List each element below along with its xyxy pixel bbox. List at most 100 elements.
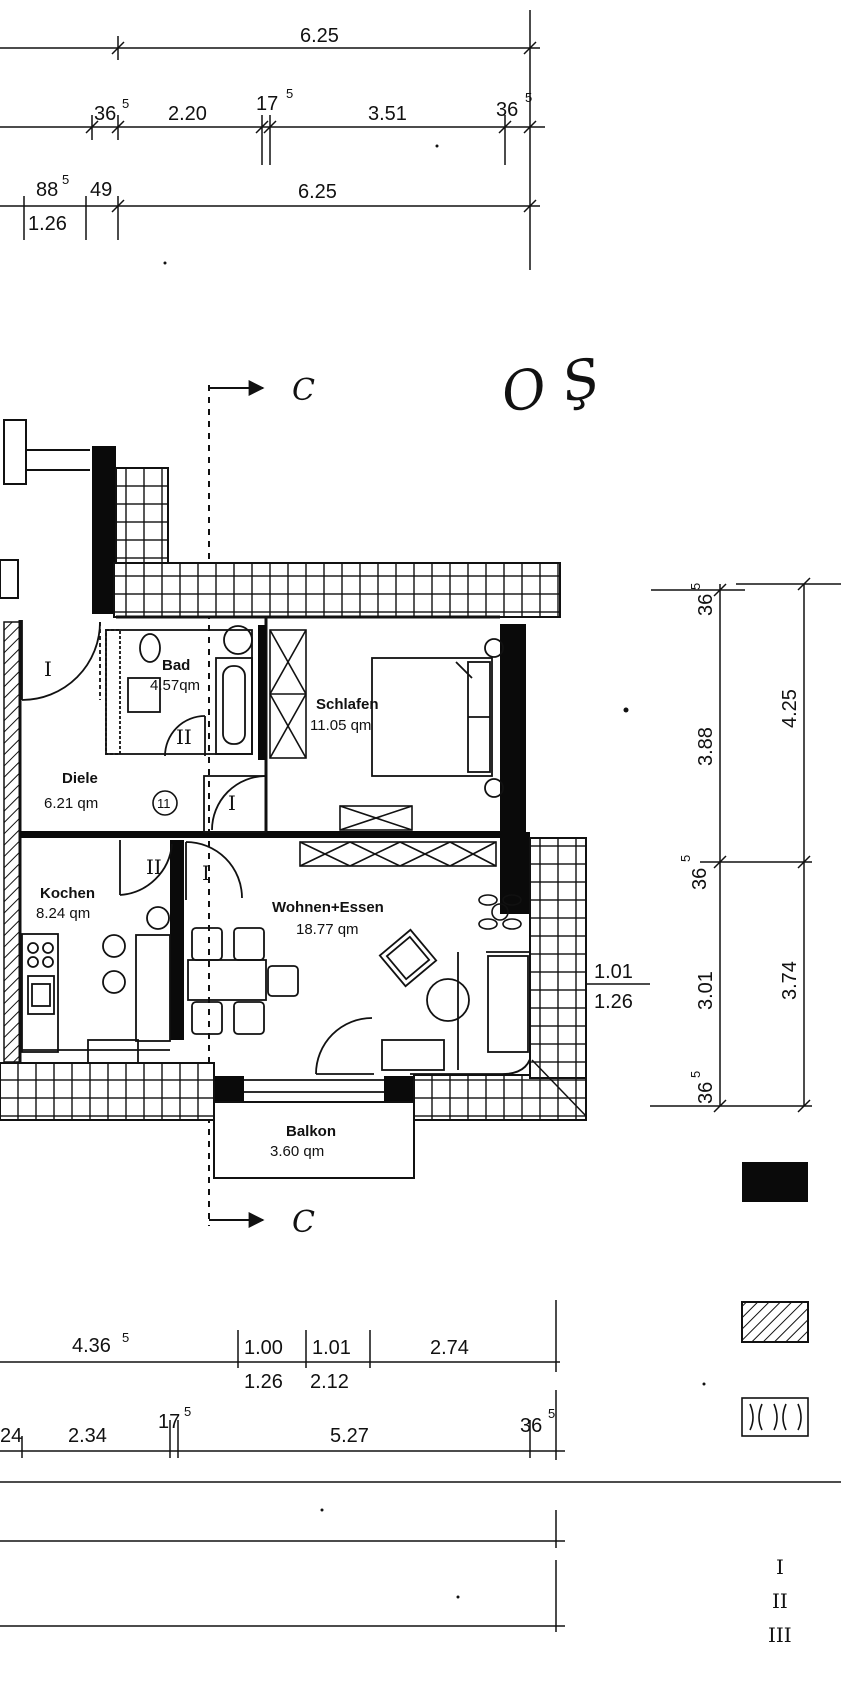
dim-bottom-row2-e-sup: 5 — [548, 1406, 555, 1421]
room-name-bad: Bad — [162, 657, 190, 674]
dim-right-outer-lower: 3.74 — [779, 961, 801, 1000]
dim-right-outer-upper: 4.25 — [779, 689, 801, 728]
roof-diagonal — [531, 1059, 587, 1117]
kitchen-fixtures — [21, 906, 171, 1069]
dim-right-upper: 3.88 — [695, 727, 717, 766]
room-badge-circle — [152, 790, 178, 816]
dim-bottom-row2-c-sup: 5 — [184, 1404, 191, 1419]
stray-dot — [163, 261, 167, 265]
dim-right-mid-wall: 36 — [689, 868, 711, 890]
door-wohnen — [185, 841, 243, 900]
round-table — [426, 978, 470, 1022]
bath-fixtures — [105, 625, 253, 757]
plant-icon — [478, 894, 522, 930]
room-area-kochen: 8.24 qm — [36, 905, 90, 922]
dim-bottom-row2-d: 5.27 — [330, 1425, 369, 1447]
room-badge-diele: 11 — [157, 796, 171, 811]
dim-top-row3-c: 6.25 — [298, 181, 337, 203]
section-marker-bottom: C — [292, 1205, 315, 1240]
balkon-outline — [213, 1101, 415, 1179]
dim-right-bottom-wall: 36 — [695, 1082, 717, 1104]
top-dimensions — [0, 10, 545, 270]
room-name-wohnen: Wohnen+Essen — [272, 899, 384, 916]
room-area-wohnen: 18.77 qm — [296, 921, 359, 938]
wall-solid — [20, 831, 500, 838]
window-dim-lower: 1.26 — [594, 991, 633, 1013]
legend-insulation — [741, 1397, 809, 1437]
dim-top-wall-mid: 17 — [256, 93, 278, 115]
legend-mark-1: I — [776, 1555, 784, 1579]
room-name-diele: Diele — [62, 770, 98, 787]
wall-solid — [214, 1076, 244, 1102]
handwritten-note: O Ş — [497, 346, 605, 425]
dim-top-row3-a: 88 — [36, 179, 58, 201]
roof-tiles-right — [529, 837, 587, 1079]
wall-hatched-left — [3, 621, 21, 1063]
left-stair-block — [0, 419, 90, 599]
room-area-bad: 4.57qm — [150, 677, 200, 694]
wall-solid — [92, 446, 116, 614]
dim-bottom-a-sup: 5 — [122, 1330, 129, 1345]
sofa — [381, 951, 533, 1075]
window-dim-upper: 1.01 — [594, 961, 633, 983]
dim-bottom-c: 1.01 — [312, 1337, 351, 1359]
door-mark-bath: II — [176, 725, 192, 749]
dim-right-lower: 3.01 — [695, 971, 717, 1010]
door-mark-kochen: II — [146, 855, 162, 879]
legend-solid-wall — [742, 1162, 808, 1202]
dim-top-wall-left-sup: 5 — [122, 96, 129, 111]
door-mark-schlafen: I — [228, 791, 236, 815]
legend-mark-3: III — [768, 1623, 792, 1647]
section-marker-top: C — [292, 373, 315, 408]
room-area-balkon: 3.60 qm — [270, 1143, 324, 1160]
armchair — [378, 928, 438, 988]
dim-top-row3-d: 1.26 — [28, 213, 67, 235]
door-diele-entry — [21, 620, 101, 701]
room-name-balkon: Balkon — [286, 1123, 336, 1140]
dim-right-bottom-wall-sup: 5 — [688, 1071, 703, 1078]
dim-top-total: 6.25 — [300, 25, 339, 47]
dim-top-bedroom: 3.51 — [368, 103, 407, 125]
dim-bottom-d: 2.74 — [430, 1337, 469, 1359]
door-mark-wohnen: I — [202, 861, 210, 885]
dim-right-top-wall: 36 — [695, 594, 717, 616]
dim-bottom-b: 1.00 — [244, 1337, 283, 1359]
wall-solid — [500, 624, 526, 864]
room-name-schlafen: Schlafen — [316, 696, 379, 713]
room-area-diele: 6.21 qm — [44, 795, 98, 812]
dim-bottom-row2-e: 36 — [520, 1415, 542, 1437]
stray-dot — [435, 144, 439, 148]
dim-bottom-e: 1.26 — [244, 1371, 283, 1393]
stray-dot — [702, 1382, 706, 1386]
door-mark-diele: I — [44, 657, 52, 681]
bottom-dimensions — [0, 1300, 841, 1632]
dim-bottom-row2-a: 24 — [0, 1425, 22, 1447]
wardrobe — [269, 629, 307, 759]
wall-solid — [384, 1076, 414, 1102]
right-dimensions — [650, 577, 841, 1113]
double-bed — [371, 638, 504, 798]
dim-top-wall-left: 36 — [94, 103, 116, 125]
stray-dot — [623, 707, 629, 713]
wall-solid — [258, 625, 266, 760]
stray-dot — [320, 1508, 324, 1512]
roof-tiles-upper-left — [115, 467, 169, 581]
dim-top-wall-right: 36 — [496, 99, 518, 121]
roof-tiles-bottom — [0, 1062, 215, 1121]
dim-top-row3-b: 49 — [90, 179, 112, 201]
legend-hatched-wall — [741, 1301, 809, 1343]
dim-right-top-wall-sup: 5 — [688, 583, 703, 590]
door-schlafen — [203, 775, 267, 833]
door-kochen — [119, 840, 173, 896]
dim-top-wall-right-sup: 5 — [525, 90, 532, 105]
dim-right-mid-wall-sup: 5 — [678, 855, 693, 862]
roof-tiles-top — [113, 562, 561, 618]
dim-top-wall-mid-sup: 5 — [286, 86, 293, 101]
wall-solid — [500, 832, 530, 914]
stray-dot — [456, 1595, 460, 1599]
dim-bottom-row2-b: 2.34 — [68, 1425, 107, 1447]
dim-bottom-row2-c: 17 — [158, 1411, 180, 1433]
door-balkon — [315, 1017, 374, 1075]
dim-bottom-a: 4.36 — [72, 1335, 111, 1357]
